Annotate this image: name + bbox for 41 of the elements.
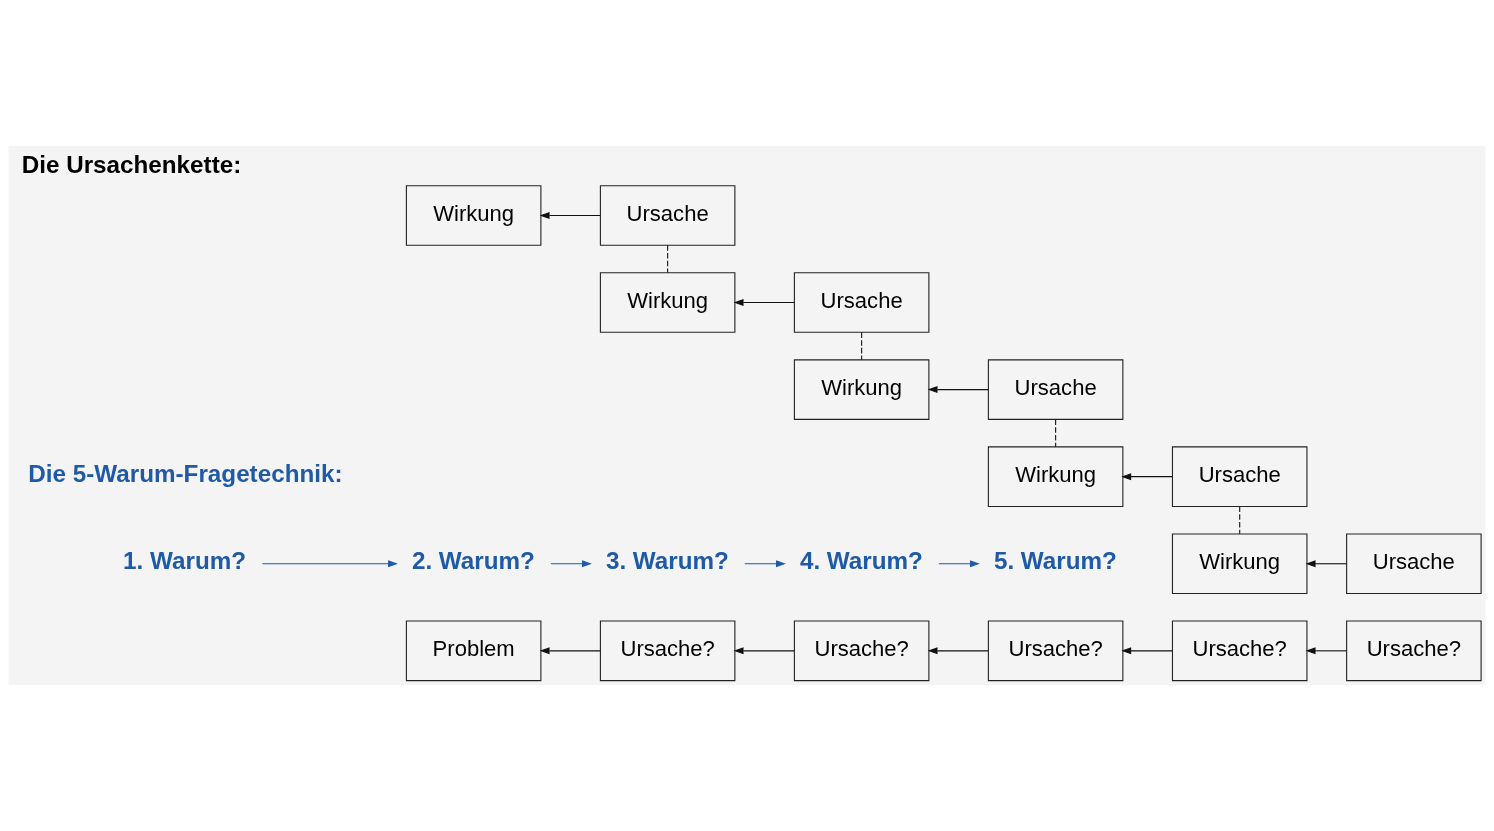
node-box: Ursache (793, 272, 930, 333)
arrow (539, 211, 601, 219)
node-box: Ursache? (987, 620, 1124, 682)
label: Die 5-Warum-Fragetechnik: (28, 459, 343, 487)
arrow (261, 560, 398, 568)
node-box: Ursache (1171, 446, 1308, 507)
node-box: Ursache? (793, 620, 930, 682)
connector (1055, 418, 1057, 448)
node-text: 2. Warum? (411, 546, 535, 574)
node-box: Wirkung (793, 359, 930, 420)
node-text: 1. Warum? (123, 546, 247, 574)
arrow (1305, 647, 1347, 655)
node-box: Ursache (1346, 533, 1482, 595)
node-text: 3. Warum? (605, 546, 729, 574)
node-box: Wirkung (405, 185, 542, 246)
connector (861, 331, 863, 361)
arrow (927, 386, 989, 394)
node-text: 5. Warum? (993, 546, 1117, 574)
arrow (550, 560, 592, 568)
arrow (1305, 560, 1347, 568)
node-box: Ursache (987, 359, 1124, 420)
connector (667, 244, 669, 274)
arrow (1121, 473, 1173, 481)
node-box: Ursache? (599, 620, 736, 682)
node-box: Ursache? (1171, 620, 1308, 682)
arrow (938, 560, 980, 568)
arrow (927, 647, 989, 655)
connector (1239, 506, 1241, 535)
node-box: Ursache? (1346, 620, 1482, 682)
arrow (744, 560, 786, 568)
node-box: Wirkung (599, 272, 736, 333)
node-box: Ursache (599, 185, 736, 246)
node-box: Wirkung (987, 446, 1124, 507)
arrow (733, 647, 795, 655)
node-text: 4. Warum? (799, 546, 923, 574)
arrow (539, 647, 601, 655)
node-box: Wirkung (1171, 533, 1308, 595)
diagram-title: Die Ursachenkette: (21, 151, 242, 179)
arrow (733, 299, 795, 306)
node-box: Problem (405, 620, 542, 682)
arrow (1121, 647, 1173, 655)
